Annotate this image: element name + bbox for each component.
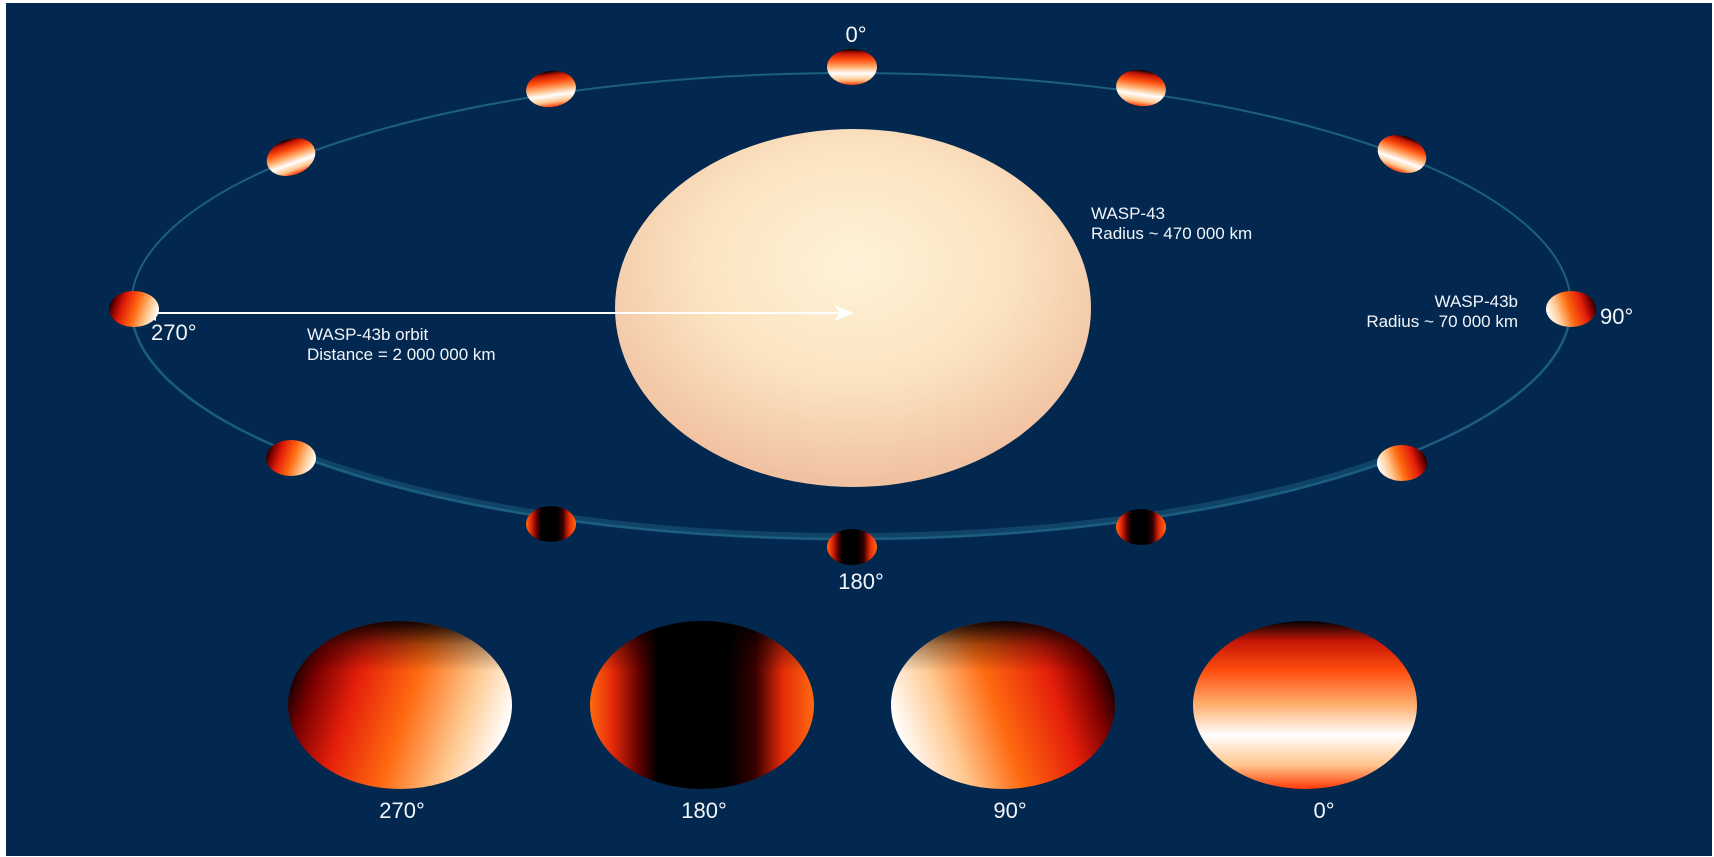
phase-view-90: 90° [891, 621, 1115, 823]
phase-view-0-planet [1193, 621, 1417, 789]
star-radius: Radius ~ 470 000 km [1091, 224, 1252, 243]
orbit-planet-90 [1546, 291, 1596, 327]
orbit-planet-120 [1377, 445, 1427, 481]
phase-view-180: 180° [590, 621, 814, 823]
phase-view-90-shade [891, 621, 1115, 789]
orbit-planet-180 [827, 529, 877, 565]
orbit-planet-60 [1377, 135, 1427, 173]
orbit-planet-270 [109, 291, 159, 327]
orbit-planet-210 [526, 506, 576, 542]
phase-view-270-shade [288, 621, 512, 789]
planet-radius: Radius ~ 70 000 km [1366, 312, 1518, 331]
orbit-planet-240 [266, 440, 316, 476]
orbit-planet-330 [526, 70, 576, 108]
phase-label-270: 270° [151, 320, 197, 345]
orbit-planet-150 [1116, 509, 1166, 545]
phase-view-270-label: 270° [379, 798, 425, 823]
phase-view-180-shade [590, 621, 814, 789]
planet-name: WASP-43b [1435, 292, 1518, 311]
phase-label-0: 0° [845, 22, 866, 47]
star-name: WASP-43 [1091, 204, 1165, 223]
phase-view-270: 270° [288, 621, 512, 823]
star-wasp43 [615, 129, 1091, 487]
orbit-planet-30 [1116, 69, 1166, 107]
orbit-planet-300 [266, 138, 316, 176]
phase-label-180: 180° [838, 569, 884, 594]
phase-view-180-label: 180° [681, 798, 727, 823]
orbit-planet-0 [827, 49, 877, 85]
phase-view-0-label: 0° [1313, 798, 1334, 823]
phase-view-90-label: 90° [993, 798, 1026, 823]
orbit-distance: Distance = 2 000 000 km [307, 345, 496, 364]
phase-label-90: 90° [1600, 304, 1633, 329]
phase-view-0: 0° [1193, 621, 1417, 823]
orbit-name: WASP-43b orbit [307, 325, 429, 344]
